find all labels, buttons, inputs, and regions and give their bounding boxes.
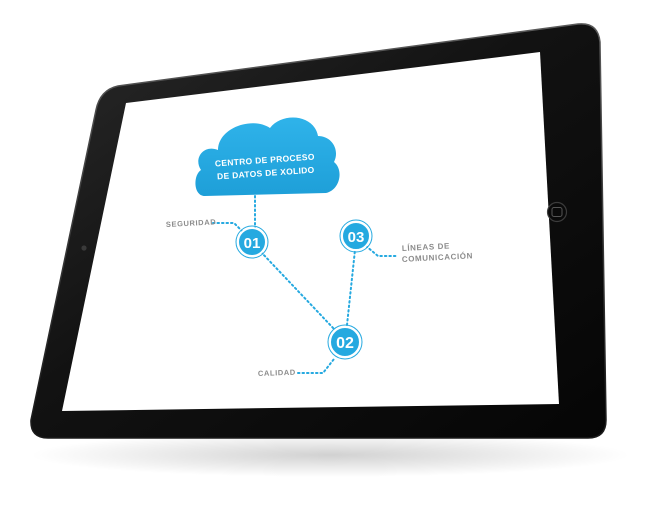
connector-02-03	[346, 249, 356, 326]
label-calidad: CALIDAD	[258, 368, 296, 378]
node-02[interactable]: 02	[327, 324, 363, 360]
connector-comunicacion	[365, 245, 399, 257]
tablet-shadow	[30, 433, 630, 477]
tablet-screen	[62, 52, 559, 411]
cloud-shape	[195, 117, 340, 196]
connector-calidad	[297, 358, 335, 374]
node-03-number: 03	[348, 229, 365, 246]
node-02-number: 02	[336, 335, 354, 352]
label-lineas-line2: COMUNICACIÓN	[402, 251, 474, 264]
label-seguridad: SEGURIDAD	[166, 217, 217, 229]
label-lineas-line1: LÍNEAS DE	[402, 241, 451, 253]
node-01-number: 01	[244, 235, 261, 252]
connector-seguridad	[212, 222, 245, 234]
connector-lines	[212, 195, 399, 374]
home-button-icon[interactable]	[546, 201, 568, 223]
node-03[interactable]: 03	[339, 219, 373, 253]
camera-dot-icon	[81, 245, 87, 251]
connector-01-02	[260, 251, 336, 331]
node-01[interactable]: 01	[235, 225, 269, 259]
